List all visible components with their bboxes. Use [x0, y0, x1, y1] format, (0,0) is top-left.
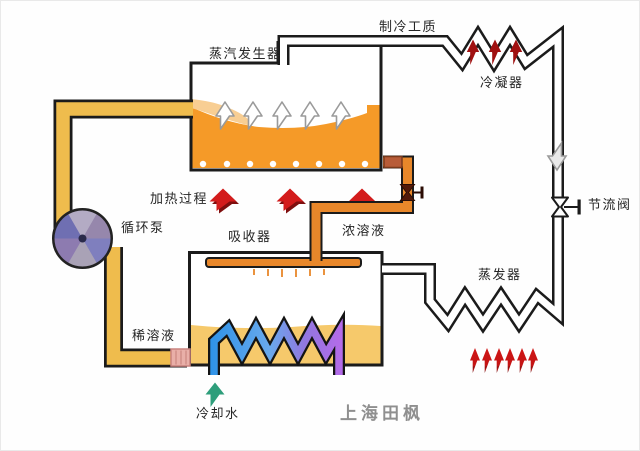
label-heating-process: 加热过程 [150, 191, 209, 206]
evaporator-coil [382, 216, 558, 323]
sprayer-bar [205, 257, 362, 268]
label-cooling-water: 冷却水 [196, 406, 240, 421]
cooling-water-arrow-icon [205, 382, 225, 407]
label-absorber: 吸收器 [228, 229, 272, 244]
generator-bubble-dots [199, 160, 369, 168]
dilute-solution-pipe [63, 109, 193, 366]
absorber-unit [188, 251, 384, 376]
pink-coupling [170, 348, 191, 367]
label-dilute-solution: 稀溶液 [132, 328, 176, 343]
label-circulation-pump: 循环泵 [121, 220, 165, 235]
concentrated-solution-pipe [316, 157, 424, 262]
label-concentrated-solution: 浓溶液 [342, 223, 386, 238]
sprayer-drips [253, 269, 325, 277]
label-steam-generator: 蒸汽发生器 [209, 46, 282, 61]
circulation-pump-icon [52, 208, 113, 269]
label-condenser: 冷凝器 [480, 75, 524, 90]
label-throttle-valve: 节流阀 [588, 197, 632, 212]
label-evaporator: 蒸发器 [478, 267, 522, 282]
throttle-valve-icon [551, 196, 581, 218]
generator-liquid [191, 105, 381, 168]
evaporator-heat-arrow-icons [470, 348, 538, 373]
solution-valve-icon [399, 184, 424, 201]
watermark: 上海田枫 [340, 404, 424, 423]
brown-coupling [383, 155, 403, 169]
label-refrigerant: 制冷工质 [379, 19, 438, 34]
